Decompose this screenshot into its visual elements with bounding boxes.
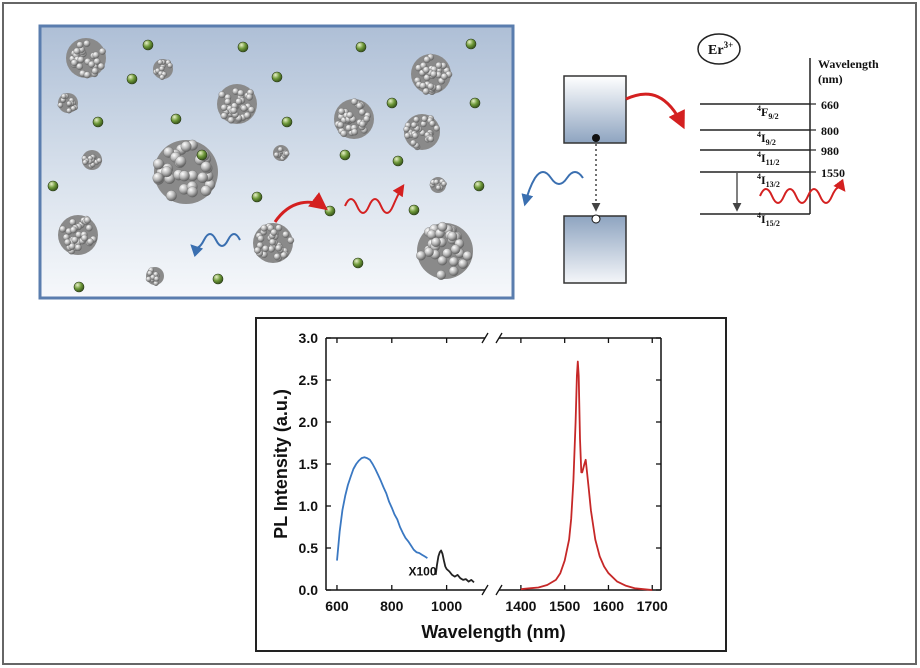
energy-level-label: 4F9/2 (757, 104, 779, 121)
erbium-ion-dot (271, 71, 283, 83)
x-tick-label: 1500 (549, 598, 580, 614)
nanocluster (81, 150, 103, 170)
erbium-ion-dot (324, 205, 336, 217)
nanocluster (66, 38, 106, 79)
nanocluster (58, 215, 98, 255)
erbium-ion-dot (126, 73, 138, 85)
incident-photon-icon (190, 233, 241, 258)
conduction-band (563, 75, 627, 144)
axis-break-mark (495, 332, 503, 344)
nanocluster (429, 177, 447, 193)
erbium-ion-dot (352, 257, 364, 269)
y-tick-label: 1.5 (299, 456, 319, 472)
energy-level: 4I9/2 800 (700, 124, 839, 147)
pl-spectrum-chart: 0.0 0.5 1.0 1.5 2.0 2.5 3.0 600 800 1000 1400 1500 1… (255, 317, 727, 652)
chart-border (255, 317, 727, 652)
erbium-ion-dot (355, 41, 367, 53)
x-tick-label: 1700 (637, 598, 668, 614)
erbium-ion-dot (47, 180, 59, 192)
x-tick-label: 600 (325, 598, 349, 614)
erbium-ion-dot (196, 149, 208, 161)
erbium-ion-dot (92, 116, 104, 128)
erbium-ion-dot (386, 97, 398, 109)
nanocluster (57, 93, 78, 114)
x100-annotation: X100 (408, 565, 436, 579)
erbium-ion-group (47, 38, 485, 293)
erbium-ion-dot (339, 149, 351, 161)
erbium-ion-badge (697, 33, 741, 65)
erbium-ion-dot (281, 116, 293, 128)
energy-level-label: 4I9/2 (757, 130, 776, 147)
erbium-ion-dot (212, 273, 224, 285)
energy-level-label: 4I11/2 (757, 150, 779, 167)
axis-break-mark (481, 584, 489, 596)
ir-emission-photon-icon (759, 178, 846, 204)
erbium-ion-dot (73, 281, 85, 293)
erbium-ion-dot (142, 39, 154, 51)
axis-break-mark (495, 584, 503, 596)
valence-band (563, 215, 627, 284)
nanocluster (411, 53, 453, 95)
erbium-ion-dot (473, 180, 485, 192)
y-axis-label: PL Intensity (a.u.) (271, 389, 291, 539)
erbium-ion-label: Er3+ (708, 40, 733, 58)
erbium-level-diagram: Er3+ Wavelength (nm) 4F9/2 660 4I9/2 800 4I1… (697, 33, 879, 228)
energy-level-label: 4I13/2 (757, 172, 780, 189)
x100-band-line (434, 549, 475, 584)
x-tick-label: 1600 (593, 598, 624, 614)
x-tick-label: 1000 (431, 598, 462, 614)
level-wavelength: 800 (821, 124, 839, 138)
erbium-ion-dot (465, 38, 477, 50)
energy-level: 4I11/2 980 (700, 144, 839, 167)
energy-level: 4I13/2 1550 (700, 166, 845, 189)
energy-level: 4F9/2 660 (700, 98, 839, 121)
nanocluster (253, 223, 295, 263)
erbium-ion-dot (392, 155, 404, 167)
nanocluster (416, 221, 473, 280)
y-tick-label: 0.0 (299, 582, 319, 598)
chart-plot: 0.0 0.5 1.0 1.5 2.0 2.5 3.0 600 800 1000 1400 1500 1… (271, 330, 668, 642)
y-tick-label: 0.5 (299, 540, 319, 556)
y-tick-label: 1.0 (299, 498, 319, 514)
energy-level: 4I15/2 (700, 211, 810, 228)
x-tick-label: 800 (380, 598, 404, 614)
band-diagram (521, 75, 685, 284)
nanocluster (153, 59, 173, 80)
silicon-nanocluster-group (57, 38, 473, 286)
band-photon-icon (521, 171, 584, 207)
nanocluster (334, 98, 374, 139)
y-tick-label: 2.5 (299, 372, 319, 388)
energy-transfer-arrow-icon (273, 192, 328, 223)
visible-band-line (336, 456, 428, 561)
erbium-ion-dot (469, 97, 481, 109)
wavelength-header: Wavelength (818, 57, 879, 71)
nanocluster (403, 114, 440, 151)
band-transfer-arrow-icon (625, 92, 685, 130)
axis-break-mark (481, 332, 489, 344)
level-wavelength: 980 (821, 144, 839, 158)
electron-icon (592, 134, 600, 142)
energy-level-group: 4F9/2 660 4I9/2 800 4I11/2 980 4I13/2 1550 4I15/… (700, 98, 845, 228)
nanocluster-scene (38, 24, 515, 300)
erbium-ion-dot (237, 41, 249, 53)
erbium-ion-dot (251, 191, 263, 203)
y-tick-label: 2.0 (299, 414, 319, 430)
hole-icon (591, 214, 601, 224)
ir-band-line (520, 360, 653, 591)
level-wavelength: 660 (821, 98, 839, 112)
energy-level-label: 4I15/2 (757, 211, 780, 228)
emitted-photon-icon (344, 184, 405, 214)
erbium-ion-dot (170, 113, 182, 125)
erbium-ion-dot (408, 204, 420, 216)
x-axis-label: Wavelength (nm) (421, 622, 565, 642)
nanocluster (273, 145, 290, 161)
level-wavelength: 1550 (821, 166, 845, 180)
y-tick-label: 3.0 (299, 330, 319, 346)
nanocluster (145, 267, 164, 286)
x-tick-label: 1400 (505, 598, 536, 614)
wavelength-unit: (nm) (818, 72, 843, 86)
nanocluster (217, 84, 257, 124)
